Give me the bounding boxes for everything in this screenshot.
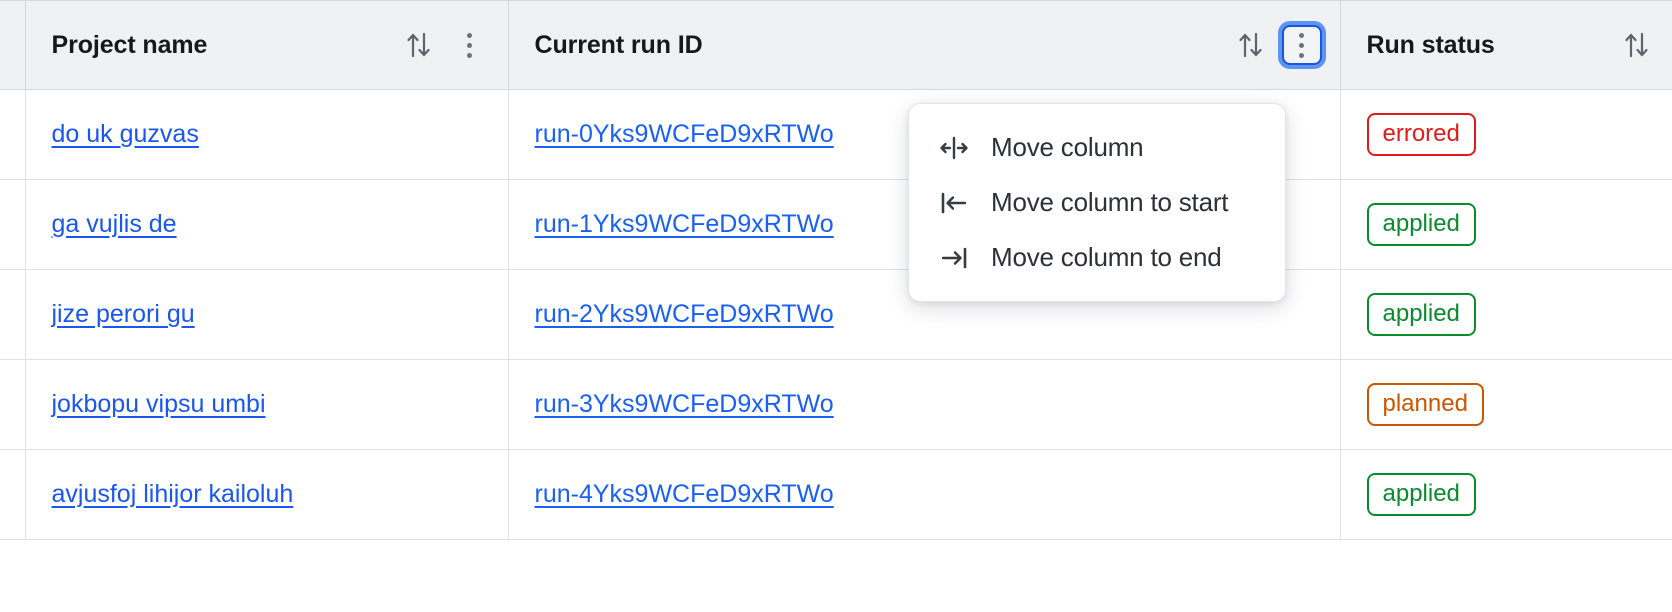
sort-updown-icon	[1624, 32, 1648, 58]
status-badge: applied	[1366, 202, 1476, 247]
table-header-row: Project name	[0, 0, 1672, 90]
column-header-label-current-run-id: Current run ID	[534, 30, 703, 59]
status-badge: applied	[1366, 472, 1476, 517]
table-row: avjusfoj lihijor kailoluh run-4Yks9WCFeD9…	[0, 449, 1672, 540]
cell-current-run-id: run-3Yks9WCFeD9xRTWo	[508, 359, 1341, 450]
menu-item-move-column-to-end[interactable]: Move column to end	[909, 230, 1285, 285]
cell-project-name: jokbopu vipsu umbi	[25, 359, 509, 450]
run-id-link[interactable]: run-4Yks9WCFeD9xRTWo	[534, 480, 834, 508]
status-badge: errored	[1366, 112, 1476, 157]
sort-updown-icon-project-name[interactable]	[402, 26, 436, 64]
table-row: jokbopu vipsu umbi run-3Yks9WCFeD9xRTWo pl…	[0, 359, 1672, 450]
move-column-to-start-icon	[939, 188, 969, 218]
row-select-cell[interactable]	[0, 89, 26, 180]
cell-run-status: applied	[1340, 179, 1672, 270]
move-column-icon	[939, 133, 969, 163]
cell-run-status: applied	[1340, 269, 1672, 360]
move-column-to-end-icon	[939, 243, 969, 273]
cell-run-status: planned	[1340, 359, 1672, 450]
menu-item-label: Move column	[991, 132, 1144, 162]
column-header-current-run-id[interactable]: Current run ID	[508, 0, 1341, 90]
project-name-link[interactable]: jokbopu vipsu umbi	[51, 390, 266, 418]
project-name-link[interactable]: ga vujlis de	[51, 210, 177, 238]
row-select-cell[interactable]	[0, 269, 26, 360]
sort-updown-icon-current-run-id[interactable]	[1234, 26, 1268, 64]
cell-run-status: errored	[1340, 89, 1672, 180]
column-header-label-run-status: Run status	[1366, 30, 1495, 59]
column-header-label-project-name: Project name	[51, 30, 208, 59]
kebab-menu-icon-project-name[interactable]	[450, 25, 490, 65]
menu-item-move-column[interactable]: Move column	[909, 120, 1285, 175]
column-header-run-status[interactable]: Run status	[1340, 0, 1672, 90]
table-header: Project name	[0, 0, 1672, 90]
kebab-menu-icon	[467, 32, 472, 58]
table-row: do uk guzvas run-0Yks9WCFeD9xRTWo errored	[0, 89, 1672, 180]
run-id-link[interactable]: run-2Yks9WCFeD9xRTWo	[534, 300, 834, 328]
column-header-select	[0, 0, 26, 90]
column-header-project-name[interactable]: Project name	[25, 0, 509, 90]
cell-project-name: jize perori gu	[25, 269, 509, 360]
cell-project-name: avjusfoj lihijor kailoluh	[25, 449, 509, 540]
kebab-menu-icon-current-run-id[interactable]	[1281, 25, 1322, 65]
status-badge: applied	[1366, 292, 1476, 337]
cell-current-run-id: run-4Yks9WCFeD9xRTWo	[508, 449, 1341, 540]
project-name-link[interactable]: avjusfoj lihijor kailoluh	[51, 480, 294, 508]
projects-table: Project name	[0, 0, 1672, 540]
project-name-link[interactable]: do uk guzvas	[51, 120, 199, 148]
menu-item-label: Move column to start	[991, 187, 1229, 217]
row-select-cell[interactable]	[0, 359, 26, 450]
cell-project-name: ga vujlis de	[25, 179, 509, 270]
run-id-link[interactable]: run-1Yks9WCFeD9xRTWo	[534, 210, 834, 238]
column-options-menu: Move column Move column to start Move co…	[908, 103, 1286, 302]
row-select-cell[interactable]	[0, 179, 26, 270]
kebab-menu-icon	[1299, 32, 1304, 58]
menu-item-move-column-to-start[interactable]: Move column to start	[909, 175, 1285, 230]
table-row: ga vujlis de run-1Yks9WCFeD9xRTWo applied	[0, 179, 1672, 270]
row-select-cell[interactable]	[0, 449, 26, 540]
run-id-link[interactable]: run-0Yks9WCFeD9xRTWo	[534, 120, 834, 148]
project-name-link[interactable]: jize perori gu	[51, 300, 195, 328]
menu-item-label: Move column to end	[991, 242, 1222, 272]
sort-updown-icon	[1238, 32, 1262, 58]
table-row: jize perori gu run-2Yks9WCFeD9xRTWo applie…	[0, 269, 1672, 360]
status-badge: planned	[1366, 382, 1484, 427]
sort-updown-icon-run-status[interactable]	[1620, 26, 1654, 64]
table-body: do uk guzvas run-0Yks9WCFeD9xRTWo errored g…	[0, 89, 1672, 540]
cell-project-name: do uk guzvas	[25, 89, 509, 180]
run-id-link[interactable]: run-3Yks9WCFeD9xRTWo	[534, 390, 834, 418]
sort-updown-icon	[406, 32, 430, 58]
cell-run-status: applied	[1340, 449, 1672, 540]
